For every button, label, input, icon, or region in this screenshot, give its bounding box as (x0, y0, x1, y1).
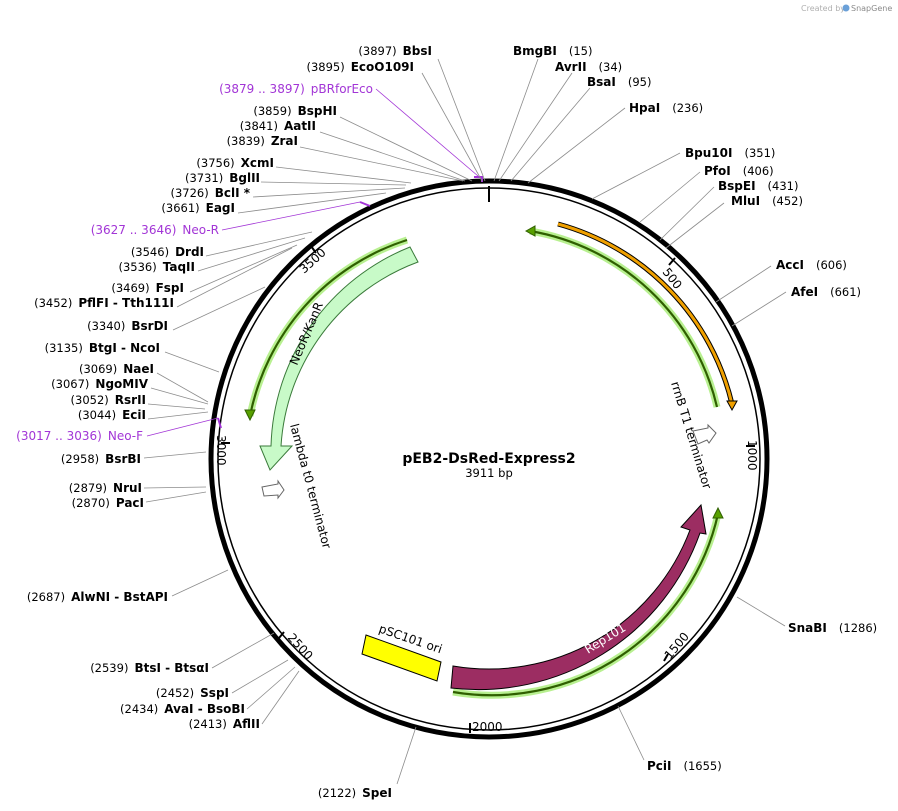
plasmid-length: 3911 bp (465, 466, 513, 480)
primer-labels: (3879 .. 3897)pBRforEco (3627 .. 3646)Ne… (16, 82, 373, 443)
enzyme-label[interactable]: (3069)NaeI (79, 362, 154, 376)
primer-leader-lines (146, 88, 479, 437)
green-arc-left-arrowhead-icon (244, 409, 256, 422)
rrnb-terminator-icon[interactable] (692, 423, 717, 445)
enzyme-label[interactable]: HpaI(236) (629, 101, 703, 115)
enzyme-label[interactable]: (3135)BtgI - NcoI (45, 341, 160, 355)
enzyme-label[interactable]: (3052)RsrII (71, 393, 146, 407)
enzyme-label[interactable]: PfoI(406) (704, 164, 774, 178)
green-arc-top[interactable] (529, 229, 719, 408)
enzyme-label[interactable]: MluI(452) (731, 194, 803, 208)
enzyme-label[interactable]: AccI(606) (776, 258, 847, 272)
leader-lines-left (143, 58, 486, 785)
green-arc-left[interactable] (248, 238, 408, 417)
green-arc-top-arrowhead-icon (524, 225, 536, 237)
green-arc-top-glow (529, 227, 721, 408)
enzyme-label[interactable]: (3726)BclI * (170, 186, 250, 200)
enzyme-label[interactable]: (3859)BspHI (253, 104, 337, 118)
enzyme-label[interactable]: (3841)AatII (240, 119, 316, 133)
neor-kanr-feature[interactable] (259, 246, 419, 471)
enzyme-label[interactable]: (3340)BsrDI (87, 319, 168, 333)
enzyme-label[interactable]: (3044)EciI (78, 408, 146, 422)
enzyme-label[interactable]: AvrII(34) (555, 60, 622, 74)
enzyme-label[interactable]: (3546)DrdI (131, 245, 204, 259)
tick-label-2500: 2500 (285, 631, 316, 663)
enzyme-label[interactable]: (2413)AflII (189, 717, 260, 731)
green-arc-lower-glow (452, 513, 722, 699)
enzyme-label[interactable]: (3536)TaqII (118, 260, 195, 274)
primer-label[interactable]: (3017 .. 3036)Neo-F (16, 429, 143, 443)
snapgene-logo-icon (842, 4, 850, 12)
psc101-ori-feature[interactable] (361, 634, 442, 682)
tick-label-500: 500 (660, 265, 685, 292)
enzyme-label[interactable]: BsaI(95) (587, 75, 651, 89)
tick-label-3000: 3000 (214, 435, 228, 466)
enzyme-label[interactable]: SnaBI(1286) (788, 621, 877, 635)
primer-label[interactable]: (3627 .. 3646)Neo-R (91, 223, 219, 237)
enzyme-labels-left: (3897)BbsI (3895)EcoO109I (3859)BspHI (3… (27, 44, 432, 800)
enzyme-label[interactable]: BspEI(431) (718, 179, 798, 193)
enzyme-label[interactable]: (2870)PacI (72, 496, 144, 510)
enzyme-label[interactable]: (3839)ZraI (227, 134, 298, 148)
enzyme-label[interactable]: (3469)FspI (111, 281, 184, 295)
tick-label-2000: 2000 (472, 720, 503, 734)
scale-ticks (221, 245, 755, 733)
lambda-terminator-label: lambda t0 terminator (287, 422, 334, 550)
enzyme-label[interactable]: (2879)NruI (69, 481, 142, 495)
enzyme-label[interactable]: (2539)BtsI - BtsαI (90, 661, 209, 675)
enzyme-label[interactable]: (3731)BglII (185, 171, 260, 185)
enzyme-label[interactable]: (2687)AlwNI - BstAPI (27, 590, 168, 604)
enzyme-label[interactable]: PciI(1655) (647, 759, 722, 773)
enzyme-label[interactable]: (3067)NgoMIV (51, 377, 149, 391)
green-arc-lower[interactable] (452, 513, 720, 697)
enzyme-label[interactable]: (3661)EagI (161, 201, 235, 215)
primer-label[interactable]: (3879 .. 3897)pBRforEco (219, 82, 373, 96)
rep101-feature[interactable] (450, 503, 707, 691)
enzyme-label[interactable]: AfeI(661) (791, 285, 861, 299)
credit-prefix: Created by (801, 4, 845, 13)
plasmid-name: pEB2-DsRed-Express2 (402, 451, 575, 467)
enzyme-label[interactable]: Bpu10I(351) (685, 146, 775, 160)
enzyme-labels-right: BmgBI(15) AvrII(34) BsaI(95) HpaI(236) B… (513, 44, 877, 773)
enzyme-label[interactable]: (3897)BbsI (358, 44, 432, 58)
green-arc-lower-arrowhead-icon (712, 506, 724, 519)
lambda-terminator-icon[interactable] (261, 479, 285, 500)
enzyme-label[interactable]: (2434)AvaI - BsoBI (120, 702, 245, 716)
enzyme-label[interactable]: (3756)XcmI (196, 156, 274, 170)
enzyme-label[interactable]: (2452)SspI (156, 686, 229, 700)
orange-arc-arrowhead-icon (726, 400, 738, 412)
enzyme-label[interactable]: (3895)EcoO109I (306, 60, 414, 74)
tick-label-1000: 1000 (745, 440, 759, 471)
credit-brand: SnapGene (851, 4, 892, 13)
enzyme-label[interactable]: (2122)SpeI (318, 786, 392, 800)
leader-lines-right (493, 58, 787, 761)
enzyme-label[interactable]: (3452)PflFI - Tth111I (34, 296, 174, 310)
enzyme-label[interactable]: (2958)BsrBI (61, 452, 141, 466)
orange-feature-arc[interactable] (557, 222, 734, 405)
enzyme-label[interactable]: BmgBI(15) (513, 44, 592, 58)
